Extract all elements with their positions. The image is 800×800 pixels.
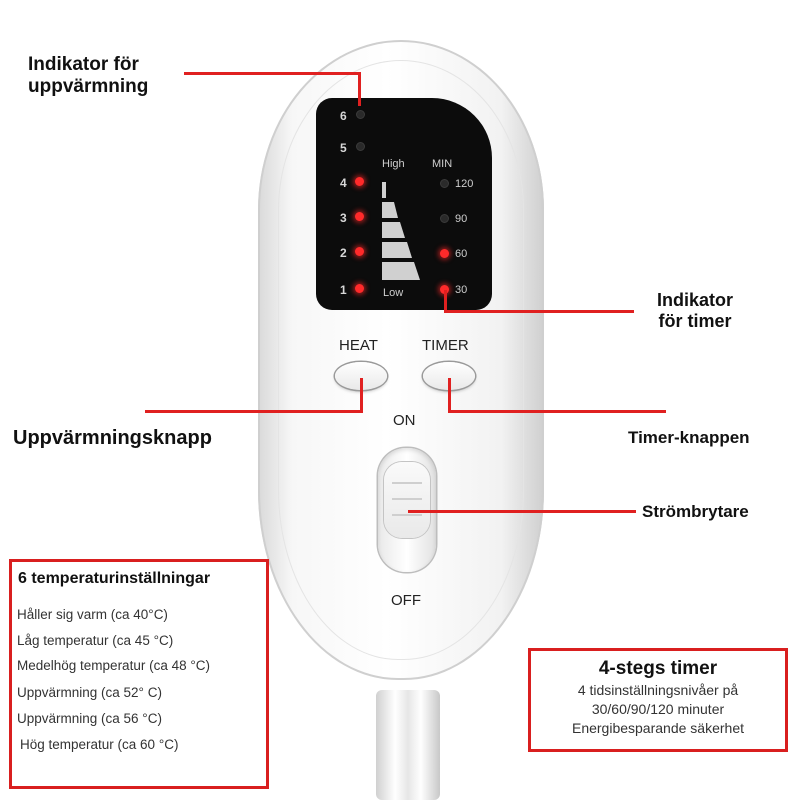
low-label: Low — [383, 287, 404, 299]
timer-label-90: 90 — [455, 213, 468, 225]
callout-line-timer-button — [448, 410, 666, 413]
timer-box-line1: 4 tidsinställningsnivåer på — [577, 682, 739, 698]
callout-timer-indicator-line2: för timer — [658, 311, 732, 331]
timer-box-line2: 30/60/90/120 minuter — [591, 701, 725, 717]
off-label: OFF — [391, 592, 421, 609]
callout-timer-indicator-line1: Indikator — [656, 290, 733, 310]
timer-label-120: 120 — [455, 178, 474, 190]
temperature-item: Medelhög temperatur (ca 48 °C) — [17, 658, 210, 673]
timer-label-30: 30 — [455, 284, 468, 296]
callout-heating-indicator-line1: Indikator för — [28, 54, 139, 75]
timer-label-60: 60 — [455, 248, 468, 260]
min-label: MIN — [432, 158, 453, 170]
callout-heat-button: Uppvärmningsknapp — [13, 427, 212, 449]
timer-led-30 — [440, 285, 449, 294]
callout-line-heating-indicator — [184, 72, 360, 75]
heat-label: HEAT — [339, 337, 378, 354]
level-led-2 — [355, 247, 364, 256]
callout-line-timer-indicator — [444, 310, 634, 313]
callout-heating-indicator: Indikator för uppvärmning — [28, 54, 148, 98]
callout-line-heat-button — [145, 410, 363, 413]
timer-led-120 — [440, 179, 449, 188]
callout-line-timer-indicator — [444, 290, 447, 312]
level-label-5: 5 — [340, 141, 347, 155]
callout-power-switch: Strömbrytare — [642, 502, 749, 521]
callout-line-power-switch — [408, 510, 636, 513]
level-label-3: 3 — [340, 211, 347, 225]
heat-level-ramp — [382, 182, 420, 280]
timer-box-line3: Energibesparande säkerhet — [571, 720, 744, 736]
switch-ridge — [392, 514, 422, 516]
callout-line-timer-button — [448, 378, 451, 412]
level-label-2: 2 — [340, 246, 347, 260]
power-switch-knob[interactable] — [384, 462, 430, 538]
temperature-box-title: 6 temperaturinställningar — [18, 570, 211, 587]
level-label-1: 1 — [340, 283, 347, 297]
temperature-item: Håller sig varm (ca 40°C) — [17, 607, 168, 622]
timer-led-90 — [440, 214, 449, 223]
level-led-4 — [355, 177, 364, 186]
level-led-6 — [356, 110, 365, 119]
power-cable — [376, 690, 440, 800]
timer-led-60 — [440, 249, 449, 258]
level-led-3 — [355, 212, 364, 221]
level-label-4: 4 — [340, 176, 347, 190]
switch-ridge — [392, 498, 422, 500]
callout-heating-indicator-line2: uppvärmning — [28, 76, 149, 97]
high-label: High — [382, 158, 405, 170]
temperature-item: Låg temperatur (ca 45 °C) — [17, 633, 174, 648]
callout-timer-button: Timer-knappen — [628, 428, 750, 447]
temperature-settings-box: 6 temperaturinställningar Håller sig var… — [9, 559, 269, 789]
timer-info-box: 4-stegs timer 4 tidsinställningsnivåer p… — [528, 648, 788, 752]
on-label: ON — [393, 412, 416, 429]
switch-ridge — [392, 482, 422, 484]
callout-line-heat-button — [360, 378, 363, 412]
callout-line-heating-indicator — [358, 72, 361, 106]
timer-label: TIMER — [422, 337, 469, 354]
timer-box-title: 4-stegs timer — [598, 658, 718, 679]
temperature-item: Uppvärmning (ca 56 °C) — [17, 711, 162, 726]
callout-timer-indicator: Indikator för timer — [640, 290, 750, 332]
level-led-5 — [356, 142, 365, 151]
level-label-6: 6 — [340, 109, 347, 123]
level-led-1 — [355, 284, 364, 293]
temperature-item: Hög temperatur (ca 60 °C) — [20, 737, 179, 752]
temperature-item: Uppvärmning (ca 52° C) — [17, 685, 162, 700]
